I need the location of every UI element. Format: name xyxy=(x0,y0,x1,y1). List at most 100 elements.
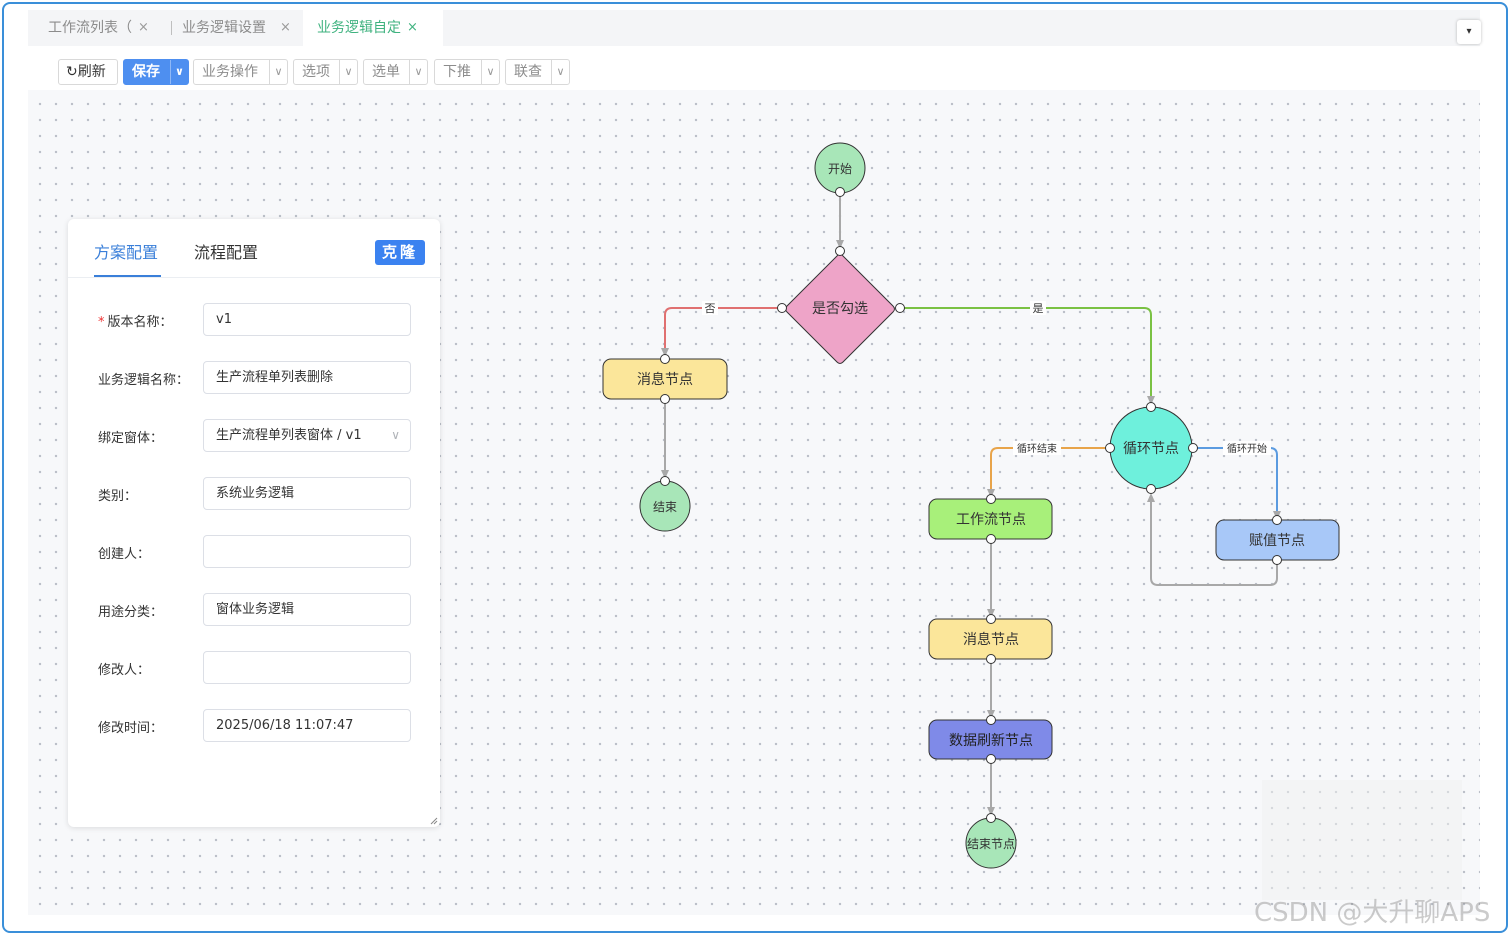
node-assign[interactable]: 赋值节点 xyxy=(1215,519,1340,561)
close-icon[interactable]: × xyxy=(280,20,291,35)
arrow-icon xyxy=(1147,396,1155,405)
modifier-input[interactable] xyxy=(203,651,411,684)
modified-time-input[interactable]: 2025/06/18 11:07:47 xyxy=(203,709,411,742)
field-category: 类别： 系统业务逻辑 xyxy=(68,477,440,511)
port-handle[interactable] xyxy=(660,394,670,404)
edge-assign-loop[interactable] xyxy=(1150,498,1278,586)
chevron-down-icon[interactable]: ∨ xyxy=(269,60,287,84)
field-label: 创建人： xyxy=(98,547,151,562)
arrow-icon xyxy=(987,609,995,618)
chevron-down-icon: ∨ xyxy=(391,428,400,442)
tab-label: 工作流列表（ xyxy=(48,20,132,36)
node-label: 数据刷新节点 xyxy=(949,733,1033,749)
port-handle[interactable] xyxy=(1272,555,1282,565)
port-handle[interactable] xyxy=(986,813,996,823)
business-ops-button[interactable]: 业务操作 ∨ xyxy=(193,59,288,85)
chevron-down-icon[interactable]: ∨ xyxy=(481,60,499,84)
node-label: 循环节点 xyxy=(1123,441,1179,457)
edge-loop-start[interactable] xyxy=(1193,447,1278,513)
edge-loop-end[interactable] xyxy=(990,447,1110,491)
node-loop[interactable]: 循环节点 xyxy=(1109,406,1193,490)
port-handle[interactable] xyxy=(986,614,996,624)
push-down-button[interactable]: 下推 ∨ xyxy=(434,59,500,85)
bind-form-select[interactable]: 生产流程单列表窗体 / v1 ∨ xyxy=(203,419,411,452)
port-handle[interactable] xyxy=(986,754,996,764)
tab-label: 业务逻辑设置 xyxy=(182,20,266,36)
chevron-down-icon[interactable]: ∨ xyxy=(339,60,357,84)
arrow-icon xyxy=(987,710,995,719)
node-data-refresh[interactable]: 数据刷新节点 xyxy=(928,719,1053,760)
select-label: 选单 xyxy=(372,64,400,80)
save-label: 保存 xyxy=(132,64,160,80)
refresh-label: 刷新 xyxy=(77,64,106,80)
port-handle[interactable] xyxy=(986,534,996,544)
category-input[interactable]: 系统业务逻辑 xyxy=(203,477,411,510)
clone-button[interactable]: 克隆 xyxy=(375,240,425,265)
port-handle[interactable] xyxy=(660,354,670,364)
node-workflow[interactable]: 工作流节点 xyxy=(928,498,1053,540)
tab-workflow-list[interactable]: 工作流列表（ × xyxy=(34,10,149,46)
query-button[interactable]: 联查 ∨ xyxy=(505,59,570,85)
creator-input[interactable] xyxy=(203,535,411,568)
field-bind-form: 绑定窗体： 生产流程单列表窗体 / v1 ∨ xyxy=(68,419,440,453)
edge-yes[interactable] xyxy=(900,307,1152,398)
node-label: 赋值节点 xyxy=(1249,533,1305,549)
node-decision[interactable]: 是否勾选 xyxy=(785,252,895,364)
port-handle[interactable] xyxy=(986,654,996,664)
node-start[interactable]: 开始 xyxy=(814,142,866,194)
query-label: 联查 xyxy=(514,64,542,80)
business-logic-name-input[interactable]: 生产流程单列表删除 xyxy=(203,361,411,394)
field-modified-time: 修改时间： 2025/06/18 11:07:47 xyxy=(68,709,440,743)
port-handle[interactable] xyxy=(660,476,670,486)
close-icon[interactable]: × xyxy=(407,20,418,35)
chevron-down-icon[interactable]: ∨ xyxy=(170,60,188,84)
resize-handle-icon[interactable] xyxy=(430,817,438,825)
tab-business-logic-custom[interactable]: 业务逻辑自定× xyxy=(303,10,443,46)
port-handle[interactable] xyxy=(1146,402,1156,412)
field-version-name: *版本名称： v1 xyxy=(68,303,440,337)
tab-separator xyxy=(171,21,172,35)
version-name-input[interactable]: v1 xyxy=(203,303,411,336)
port-handle[interactable] xyxy=(986,715,996,725)
field-label: 业务逻辑名称： xyxy=(98,373,190,388)
tab-flow-config[interactable]: 流程配置 xyxy=(194,243,259,262)
save-button[interactable]: 保存 ∨ xyxy=(123,59,189,85)
field-label: 用途分类： xyxy=(98,605,164,620)
chevron-down-icon[interactable]: ∨ xyxy=(551,60,569,84)
field-label: 版本名称： xyxy=(107,315,173,330)
port-handle[interactable] xyxy=(895,303,905,313)
arrow-icon xyxy=(1147,493,1155,502)
select-button[interactable]: 选单 ∨ xyxy=(363,59,428,85)
tab-dropdown-icon[interactable]: ▾ xyxy=(1457,20,1481,44)
edge-label-yes: 是 xyxy=(1033,302,1044,315)
arrow-icon xyxy=(836,240,844,249)
port-handle[interactable] xyxy=(1105,443,1115,453)
watermark-background xyxy=(1262,780,1462,900)
toolbar: ↻刷新 保存 ∨ 业务操作 ∨ 选项 ∨ 选单 ∨ 下推 ∨ 联查 ∨ xyxy=(48,54,1460,90)
port-handle[interactable] xyxy=(835,187,845,197)
tab-scheme-config[interactable]: 方案配置 xyxy=(94,243,159,262)
port-handle[interactable] xyxy=(777,303,787,313)
edge-label-loop-end: 循环结束 xyxy=(1017,442,1057,455)
usage-category-input[interactable]: 窗体业务逻辑 xyxy=(203,593,411,626)
business-ops-label: 业务操作 xyxy=(202,64,258,80)
port-handle[interactable] xyxy=(1146,484,1156,494)
node-label: 结束节点 xyxy=(967,837,1015,851)
refresh-button[interactable]: ↻刷新 xyxy=(58,59,118,85)
options-button[interactable]: 选项 ∨ xyxy=(293,59,358,85)
port-handle[interactable] xyxy=(835,246,845,256)
node-message-2[interactable]: 消息节点 xyxy=(928,618,1053,660)
node-message-1[interactable]: 消息节点 xyxy=(602,358,728,400)
port-handle[interactable] xyxy=(986,494,996,504)
tab-business-logic-settings[interactable]: 业务逻辑设置 × xyxy=(168,10,291,46)
edge-no[interactable] xyxy=(664,307,782,352)
tab-bar: 工作流列表（ × 业务逻辑设置 × 业务逻辑自定× xyxy=(28,10,1480,46)
port-handle[interactable] xyxy=(1272,515,1282,525)
node-label: 工作流节点 xyxy=(956,512,1026,528)
port-handle[interactable] xyxy=(1188,443,1198,453)
node-end-node[interactable]: 结束节点 xyxy=(965,817,1017,869)
node-end[interactable]: 结束 xyxy=(639,480,691,532)
close-icon[interactable]: × xyxy=(138,20,149,35)
chevron-down-icon[interactable]: ∨ xyxy=(409,60,427,84)
